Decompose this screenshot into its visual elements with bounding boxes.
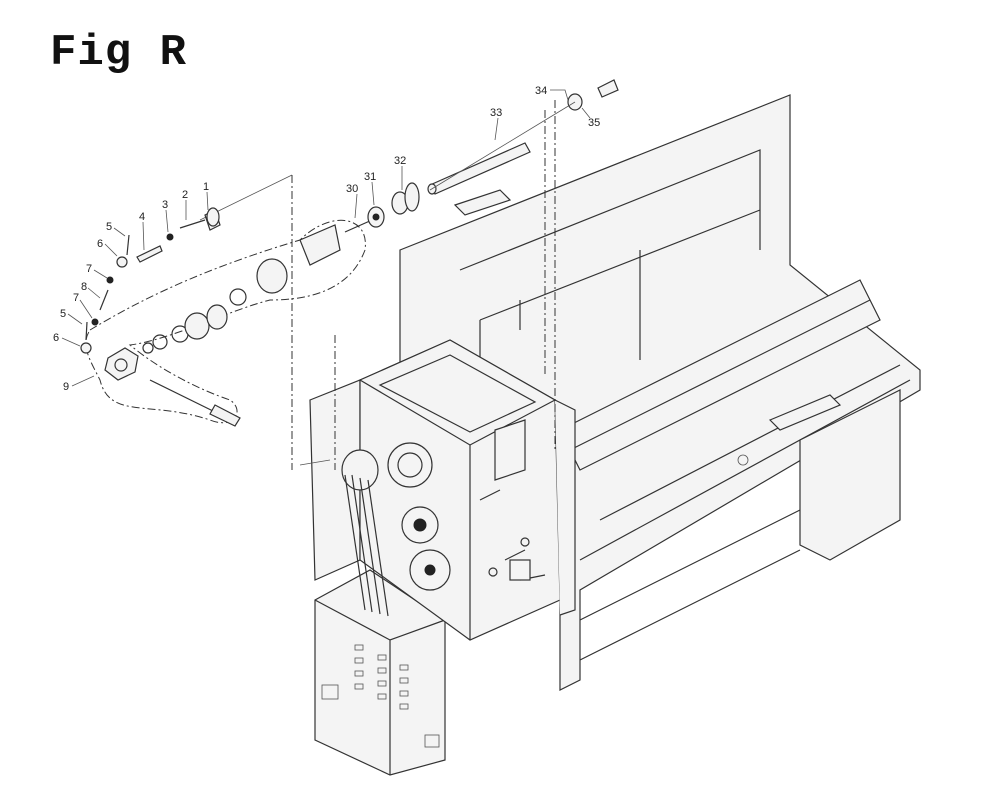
callout-5: 5	[106, 221, 112, 233]
callout-32: 32	[394, 155, 406, 167]
callout-9: 9	[63, 381, 69, 393]
callout-8: 8	[81, 281, 87, 293]
callout-3: 3	[162, 199, 168, 211]
drive-belts	[341, 449, 389, 617]
figure-title: Fig R	[50, 28, 188, 78]
callout-7: 7	[86, 263, 92, 275]
callout-6: 6	[97, 238, 103, 250]
callout-1: 1	[203, 181, 209, 193]
callout-2: 2	[182, 189, 188, 201]
callout-31: 31	[364, 171, 376, 183]
lathe-cabinet	[314, 569, 446, 776]
callout-34: 34	[535, 85, 547, 97]
callout-leaders	[61, 89, 591, 387]
callout-35: 35	[588, 117, 600, 129]
callout-5b: 5	[60, 308, 66, 320]
exploded-parts	[80, 79, 619, 427]
callout-30: 30	[346, 183, 358, 195]
headstock	[309, 339, 576, 641]
callout-labels: 1 2 3 4 5 6 7 8 7 5 6 9 30 31 32 33 34 3…	[53, 85, 600, 393]
callout-4: 4	[139, 211, 145, 223]
callout-7b: 7	[73, 292, 79, 304]
callout-33: 33	[490, 107, 502, 119]
callout-6b: 6	[53, 332, 59, 344]
cabinet-vent-slots	[354, 644, 409, 710]
